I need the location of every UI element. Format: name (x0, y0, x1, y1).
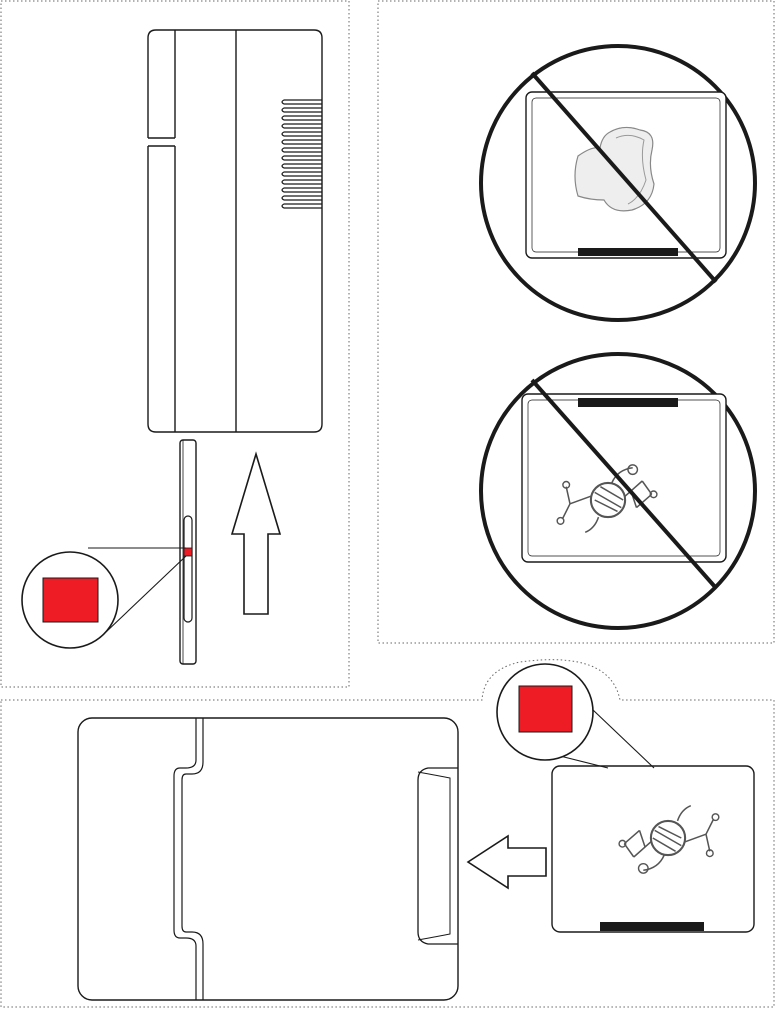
panel-wrong-orientation (378, 1, 774, 643)
card-slot-profile (180, 440, 196, 664)
magnifier-callout-icon (497, 664, 654, 768)
red-indicator-zoom (519, 686, 572, 732)
prohibited-flipped-card (481, 354, 755, 628)
magnifier-callout-icon (22, 548, 186, 648)
device-front-view (78, 718, 458, 1000)
correct-card (552, 766, 754, 932)
device-side-view (146, 30, 322, 432)
panel-correct-orientation (1, 660, 774, 1007)
red-indicator-small (184, 548, 192, 556)
red-indicator-zoom (43, 578, 98, 622)
arrow-up-icon (232, 454, 280, 614)
arrow-left-icon (468, 836, 546, 888)
prohibited-rotated-card (481, 46, 755, 320)
panel-insert (1, 1, 349, 687)
